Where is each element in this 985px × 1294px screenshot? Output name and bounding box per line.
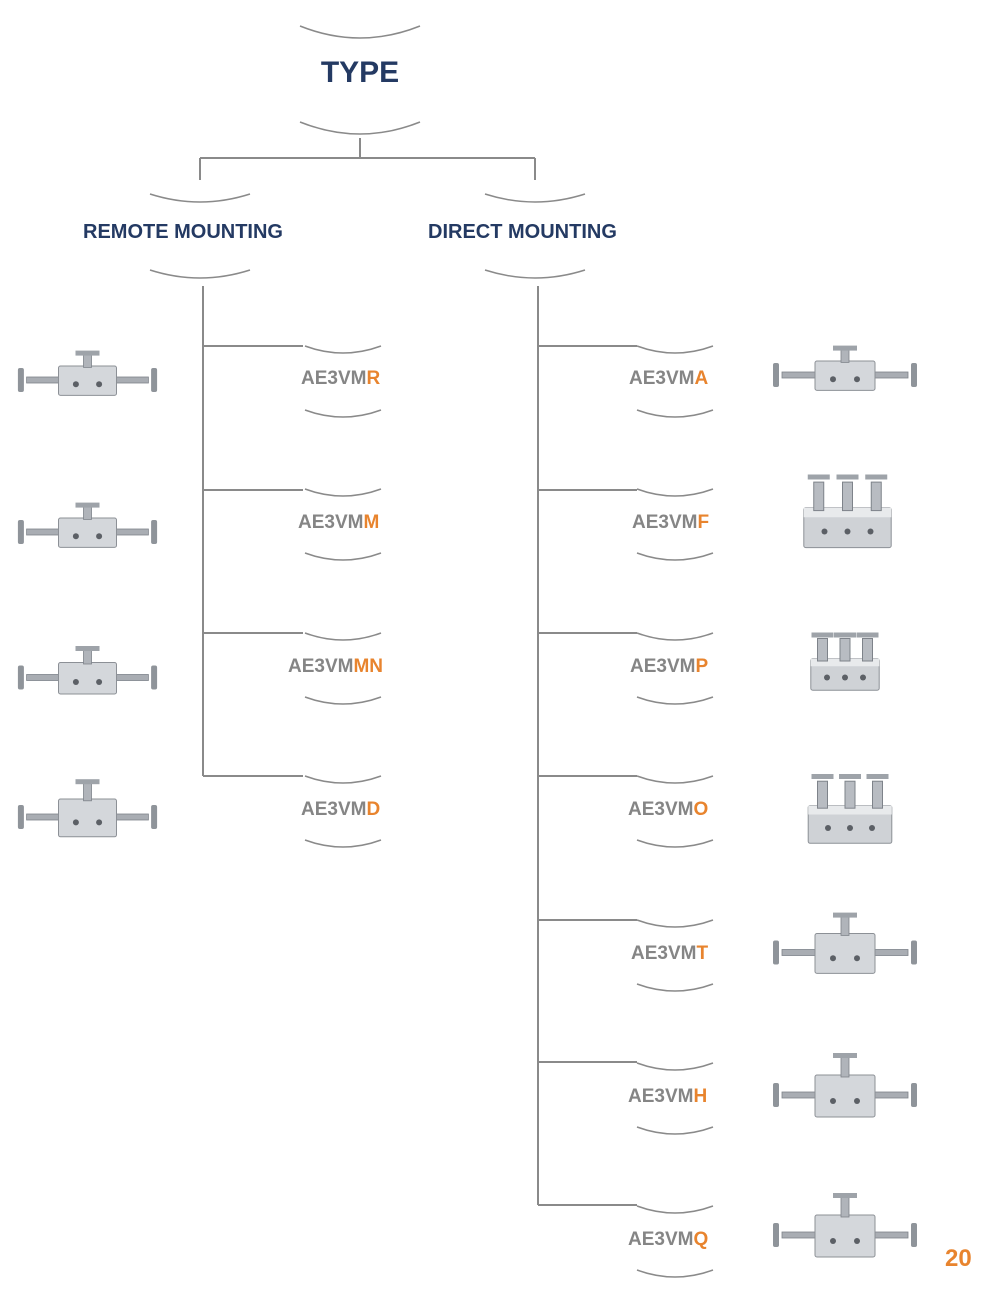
remote-node-arc-top xyxy=(149,193,251,203)
model-code-suffix: F xyxy=(697,512,710,533)
model-code-ae3vmr: AE3VMR xyxy=(301,368,380,390)
remote-item-2-arc-bottom xyxy=(304,696,382,705)
model-code-suffix: P xyxy=(695,656,709,677)
direct-item-0-arc-top xyxy=(636,345,714,354)
model-code-prefix: AE3VM xyxy=(632,512,698,533)
valve-image-ae3vmq xyxy=(773,1193,917,1258)
remote-item-3-arc-top xyxy=(304,775,382,784)
valve-image-ae3vmp xyxy=(810,632,880,691)
model-code-ae3vmm: AE3VMM xyxy=(298,512,379,534)
title-node-arc-bottom xyxy=(299,121,421,135)
model-code-prefix: AE3VM xyxy=(628,1086,694,1107)
title-node-arc-top xyxy=(299,25,421,39)
page-number: 20 xyxy=(945,1245,972,1272)
direct-node-arc-bottom xyxy=(484,269,586,279)
valve-image-ae3vmd xyxy=(17,779,158,838)
model-code-ae3vmh: AE3VMH xyxy=(628,1086,707,1108)
valve-image-ae3vmo xyxy=(807,774,893,844)
valve-image-ae3vmmn xyxy=(17,646,158,695)
direct-item-6-arc-bottom xyxy=(636,1269,714,1278)
remote-item-0-arc-top xyxy=(304,345,382,354)
model-code-ae3vmq: AE3VMQ xyxy=(628,1229,708,1251)
direct-item-0-arc-bottom xyxy=(636,409,714,418)
model-code-ae3vmf: AE3VMF xyxy=(632,512,709,534)
remote-item-1-arc-top xyxy=(304,488,382,497)
valve-image-ae3vmh xyxy=(773,1053,917,1118)
model-code-suffix: MN xyxy=(353,656,384,677)
direct-item-5-arc-bottom xyxy=(636,1126,714,1135)
valve-image-ae3vmf xyxy=(803,474,892,549)
valve-image-ae3vmr xyxy=(17,350,158,396)
model-code-suffix: O xyxy=(693,799,709,820)
model-code-suffix: T xyxy=(696,943,709,964)
valve-image-ae3vma xyxy=(773,345,917,391)
direct-item-1-arc-top xyxy=(636,488,714,497)
model-code-suffix: H xyxy=(693,1086,708,1107)
model-code-ae3vmt: AE3VMT xyxy=(631,943,708,965)
remote-item-0-arc-bottom xyxy=(304,409,382,418)
direct-item-2-arc-bottom xyxy=(636,696,714,705)
model-code-suffix: Q xyxy=(693,1229,709,1250)
model-code-prefix: AE3VM xyxy=(630,656,696,677)
remote-item-3-arc-bottom xyxy=(304,839,382,848)
direct-item-4-arc-bottom xyxy=(636,983,714,992)
model-code-ae3vmmn: AE3VMMN xyxy=(288,656,383,678)
direct-item-5-arc-top xyxy=(636,1062,714,1071)
model-code-suffix: D xyxy=(366,799,381,820)
model-code-ae3vmd: AE3VMD xyxy=(301,799,380,821)
direct-item-3-arc-top xyxy=(636,775,714,784)
valve-image-ae3vmm xyxy=(17,502,158,548)
model-code-prefix: AE3VM xyxy=(628,1229,694,1250)
remote-node-arc-bottom xyxy=(149,269,251,279)
model-code-prefix: AE3VM xyxy=(288,656,354,677)
diagram-title: TYPE xyxy=(320,56,400,89)
direct-item-6-arc-top xyxy=(636,1205,714,1214)
model-code-suffix: M xyxy=(363,512,380,533)
model-code-prefix: AE3VM xyxy=(628,799,694,820)
model-code-prefix: AE3VM xyxy=(301,368,367,389)
branch-label-direct-mounting: DIRECT MOUNTING xyxy=(428,221,617,243)
remote-item-1-arc-bottom xyxy=(304,552,382,561)
model-code-prefix: AE3VM xyxy=(301,799,367,820)
direct-item-3-arc-bottom xyxy=(636,839,714,848)
model-code-ae3vmo: AE3VMO xyxy=(628,799,708,821)
direct-item-4-arc-top xyxy=(636,919,714,928)
model-code-suffix: A xyxy=(694,368,709,389)
direct-node-arc-top xyxy=(484,193,586,203)
direct-item-2-arc-top xyxy=(636,632,714,641)
model-code-suffix: R xyxy=(366,368,381,389)
model-code-prefix: AE3VM xyxy=(629,368,695,389)
model-code-prefix: AE3VM xyxy=(298,512,364,533)
model-code-ae3vmp: AE3VMP xyxy=(630,656,708,678)
remote-item-2-arc-top xyxy=(304,632,382,641)
model-code-ae3vma: AE3VMA xyxy=(629,368,708,390)
direct-item-1-arc-bottom xyxy=(636,552,714,561)
branch-label-remote-mounting: REMOTE MOUNTING xyxy=(83,221,283,243)
model-code-prefix: AE3VM xyxy=(631,943,697,964)
valve-image-ae3vmt xyxy=(773,912,917,974)
